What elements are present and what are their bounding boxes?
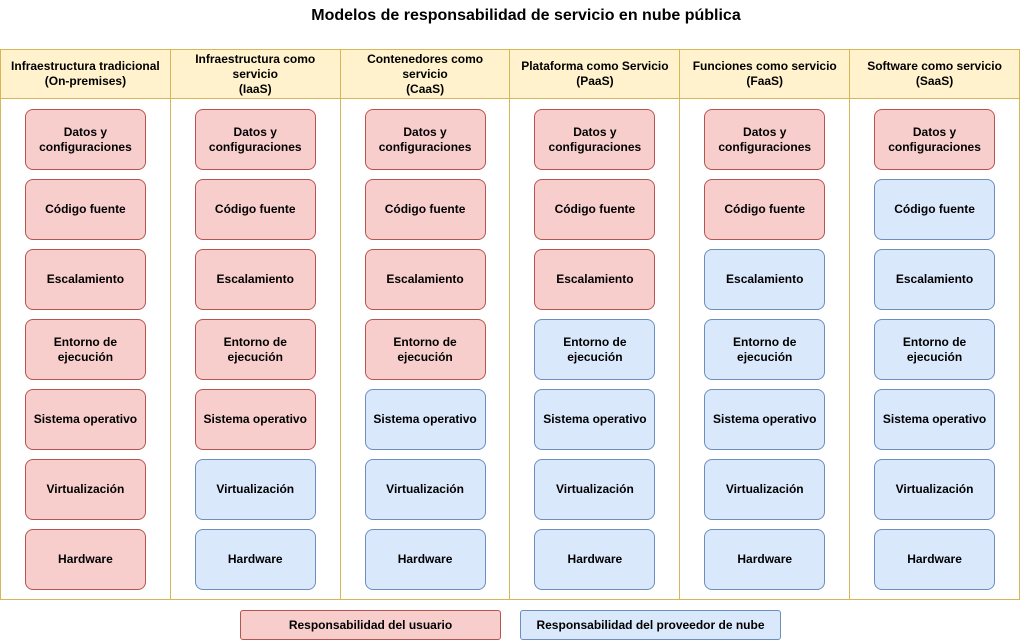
layer-box-user: Código fuente	[24, 179, 146, 240]
column-header-line: (IaaS)	[238, 81, 272, 96]
layer-box-user: Código fuente	[534, 179, 656, 240]
column-header-line: Contenedores como servicio	[367, 51, 484, 81]
layer-box-provider: Entorno de ejecución	[874, 319, 996, 380]
layer-box-provider: Sistema operativo	[704, 389, 826, 450]
layer-box-provider: Sistema operativo	[534, 389, 656, 450]
service-model-column: Funciones como servicio(FaaS)Datos y con…	[680, 49, 851, 600]
layer-box-user: Entorno de ejecución	[194, 319, 316, 380]
layer-box-user: Escalamiento	[534, 249, 656, 310]
layer-box-provider: Hardware	[874, 529, 996, 590]
column-header: Funciones como servicio(FaaS)	[680, 50, 850, 99]
column-header-line: (On-premises)	[44, 74, 127, 88]
layer-box-provider: Virtualización	[534, 459, 656, 520]
layer-box-provider: Entorno de ejecución	[704, 319, 826, 380]
diagram-title: Modelos de responsabilidad de servicio e…	[311, 7, 741, 24]
layer-box-user: Código fuente	[704, 179, 826, 240]
column-header: Software como servicio(SaaS)	[850, 50, 1019, 99]
layer-box-user: Entorno de ejecución	[364, 319, 486, 380]
column-header-line: Plataforma como Servicio	[521, 59, 669, 73]
service-model-column: Software como servicio(SaaS)Datos y conf…	[850, 49, 1020, 600]
column-header-line: Infraestructura tradicional	[11, 59, 160, 73]
service-model-column: Contenedores como servicio(CaaS)Datos y …	[340, 49, 511, 600]
column-header-line: Infraestructura como	[195, 51, 316, 66]
layer-box-user: Escalamiento	[364, 249, 486, 310]
column-header-line: Funciones como servicio	[692, 59, 837, 73]
layer-box-provider: Hardware	[534, 529, 656, 590]
service-model-column: Infraestructura tradicional(On-premises)…	[1, 49, 171, 600]
layer-box-user: Virtualización	[24, 459, 146, 520]
layer-box-user: Escalamiento	[24, 249, 146, 310]
layer-box-provider: Escalamiento	[704, 249, 826, 310]
layer-box-provider: Sistema operativo	[874, 389, 996, 450]
layer-box-user: Datos y configuraciones	[364, 109, 486, 170]
responsibility-grid: Infraestructura tradicional(On-premises)…	[0, 49, 1020, 600]
layer-box-provider: Hardware	[364, 529, 486, 590]
column-header: Infraestructura tradicional(On-premises)	[1, 50, 170, 99]
legend-user-responsibility: Responsabilidad del usuario	[240, 610, 501, 640]
layer-box-provider: Virtualización	[704, 459, 826, 520]
layer-box-user: Entorno de ejecución	[24, 319, 146, 380]
layer-box-provider: Hardware	[194, 529, 316, 590]
column-header-line: (CaaS)	[406, 81, 445, 96]
layer-box-user: Sistema operativo	[24, 389, 146, 450]
layer-box-user: Código fuente	[364, 179, 486, 240]
layer-box-user: Código fuente	[194, 179, 316, 240]
layer-box-provider: Virtualización	[874, 459, 996, 520]
service-model-column: Plataforma como Servicio(PaaS)Datos y co…	[510, 49, 681, 600]
layer-box-user: Datos y configuraciones	[24, 109, 146, 170]
column-header: Contenedores como servicio(CaaS)	[340, 50, 510, 99]
column-header-line: servicio	[232, 66, 278, 81]
column-header-line: (PaaS)	[576, 74, 614, 88]
layer-box-provider: Virtualización	[364, 459, 486, 520]
layer-box-provider: Escalamiento	[874, 249, 996, 310]
layer-box-user: Datos y configuraciones	[704, 109, 826, 170]
layer-box-provider: Hardware	[704, 529, 826, 590]
layer-box-user: Hardware	[24, 529, 146, 590]
column-header: Plataforma como Servicio(PaaS)	[510, 50, 680, 99]
column-header-line: (FaaS)	[746, 74, 784, 88]
layer-box-provider: Código fuente	[874, 179, 996, 240]
layer-box-user: Sistema operativo	[194, 389, 316, 450]
column-header-line: (SaaS)	[915, 74, 954, 88]
layer-box-provider: Entorno de ejecución	[534, 319, 656, 380]
layer-box-user: Datos y configuraciones	[874, 109, 996, 170]
legend-provider-responsibility: Responsabilidad del proveedor de nube	[520, 610, 781, 640]
layer-box-user: Datos y configuraciones	[534, 109, 656, 170]
layer-box-user: Escalamiento	[194, 249, 316, 310]
layer-box-provider: Sistema operativo	[364, 389, 486, 450]
column-header-line: Software como servicio	[867, 59, 1002, 73]
layer-box-provider: Virtualización	[194, 459, 316, 520]
layer-box-user: Datos y configuraciones	[194, 109, 316, 170]
